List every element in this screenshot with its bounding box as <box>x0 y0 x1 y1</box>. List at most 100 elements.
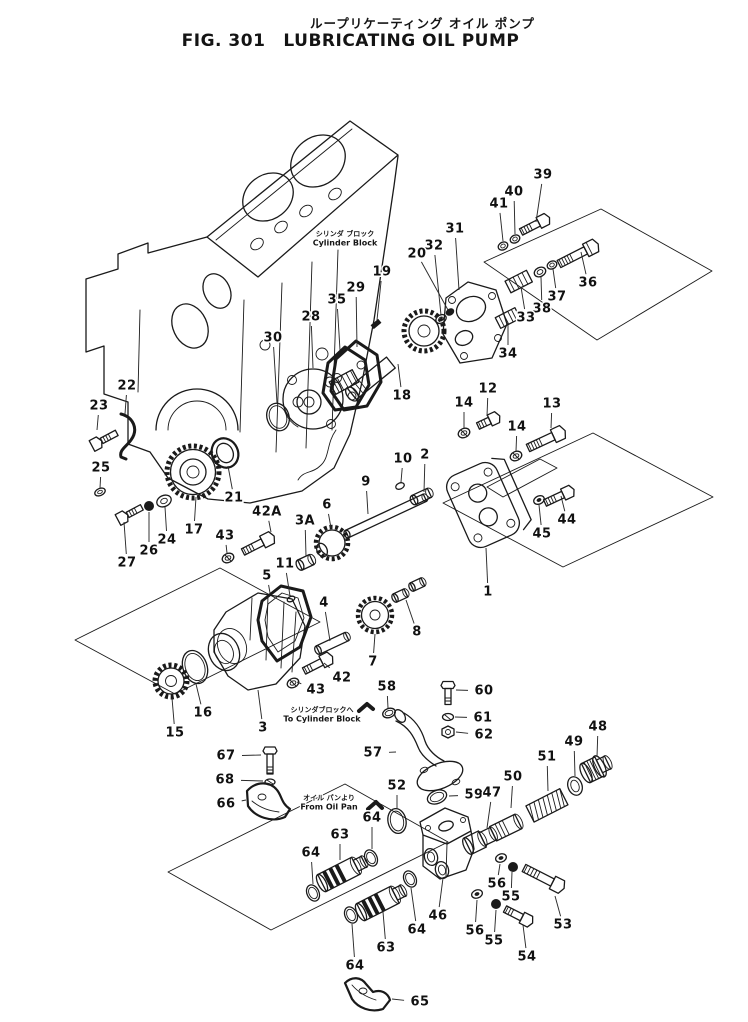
callout-15-48: 15 <box>165 726 184 741</box>
part-64-o-ring <box>305 884 321 902</box>
callout-5-40: 5 <box>262 569 272 584</box>
leader-11-41 <box>285 572 291 597</box>
hose-clip <box>357 702 375 713</box>
part-13-bolt <box>525 424 567 453</box>
part-46-valve-body <box>419 807 475 880</box>
part-63-coupling <box>315 855 369 893</box>
part-17-idler-gear <box>164 443 222 501</box>
leader-25-25 <box>99 476 102 489</box>
callout-62-52: 62 <box>474 728 493 743</box>
annotation-en-0: Cylinder Block <box>313 239 378 248</box>
callout-68-55: 68 <box>215 773 234 788</box>
leader-15-48 <box>171 697 175 725</box>
leader-24-28 <box>164 506 167 532</box>
part-21-collar-gear <box>210 437 240 469</box>
part-66-bracket <box>245 782 292 821</box>
leader-56-73 <box>475 899 478 923</box>
leader-38-15 <box>540 276 543 301</box>
annotation-jp-1: シリンダブロックへ <box>291 705 354 714</box>
callout-65-77: 65 <box>410 995 429 1010</box>
callout-64-67: 64 <box>407 923 426 938</box>
leader-37-14 <box>552 268 557 289</box>
leader-8-39 <box>405 599 415 624</box>
leader-2-24 <box>423 463 426 493</box>
leader-29-7 <box>355 296 358 348</box>
part-47-valve-seat <box>462 813 524 855</box>
leader-56-71 <box>497 863 501 876</box>
part-3a-bushing <box>295 553 317 571</box>
leader-58-49 <box>386 695 389 709</box>
callout-64-64: 64 <box>362 811 381 826</box>
callout-12-19: 12 <box>478 382 497 397</box>
callout-42-44: 42 <box>332 671 351 686</box>
leader-33-16 <box>520 286 526 310</box>
part-44-bolt <box>542 484 575 507</box>
callout-47-59: 47 <box>482 786 501 801</box>
part-52-o-ring <box>387 807 407 835</box>
page-title-jp: ループリケーティング オイル ポンプ <box>310 16 535 31</box>
part-1-pump-flange <box>445 457 532 549</box>
callout-9-35: 9 <box>361 475 371 490</box>
part-14-lock-washer <box>457 427 471 439</box>
leader-18-18 <box>397 363 402 388</box>
callout-28-9: 28 <box>301 310 320 325</box>
callout-44-36: 44 <box>557 513 576 528</box>
part-43-washer <box>221 552 235 564</box>
part-9-shaft <box>343 493 429 539</box>
callout-19-6: 19 <box>372 265 391 280</box>
part-28-pump-cover <box>282 368 344 430</box>
leader-16-47 <box>195 683 202 705</box>
callout-18-18: 18 <box>392 389 411 404</box>
leader-66-56 <box>241 799 247 802</box>
callout-43-31: 43 <box>215 529 234 544</box>
leader-48-63 <box>596 735 599 758</box>
part-56-washer <box>495 853 507 863</box>
leader-22-11 <box>124 394 127 415</box>
part-14-lock-washer <box>509 450 523 462</box>
leader-12-19 <box>486 397 489 417</box>
leader-43-45 <box>296 681 302 685</box>
callout-64-69: 64 <box>345 959 364 974</box>
callout-66-56: 66 <box>216 797 235 812</box>
part-24-washer <box>156 494 172 508</box>
leader-19-6 <box>376 280 382 321</box>
part-41-washer <box>497 241 509 251</box>
part-6-gear <box>313 524 351 562</box>
callout-46-70: 46 <box>428 909 447 924</box>
part-3-pump-body <box>207 592 306 691</box>
callout-42A-32: 42A <box>252 505 282 520</box>
leader-3A-33 <box>304 529 307 557</box>
leader-54-76 <box>522 924 527 949</box>
callout-8-39: 8 <box>412 625 422 640</box>
leader-53-75 <box>554 895 562 917</box>
part-22-bracket <box>119 412 137 461</box>
part-49-washer <box>567 776 583 796</box>
leader-62-52 <box>455 731 469 734</box>
callout-67-54: 67 <box>216 749 235 764</box>
callout-48-63: 48 <box>588 720 607 735</box>
callout-25-25: 25 <box>91 461 110 476</box>
part-48-plug <box>579 755 613 784</box>
leader-7-43 <box>373 633 376 654</box>
leader-63-68 <box>382 911 386 940</box>
part-15-gear <box>152 662 190 700</box>
part-16-o-ring <box>181 649 209 685</box>
part-25-washer <box>94 487 106 497</box>
callout-50-60: 50 <box>503 770 522 785</box>
part-56-washer <box>471 889 483 899</box>
callout-3-46: 3 <box>258 721 268 736</box>
annotation-jp-2: オイル パンより <box>303 793 355 802</box>
part-23-bolt <box>88 429 119 452</box>
leader-10-23 <box>400 467 403 483</box>
callout-27-30: 27 <box>117 556 136 571</box>
callout-60-50: 60 <box>474 684 493 699</box>
part-64-o-ring <box>343 906 359 924</box>
leader-23-12 <box>96 414 99 431</box>
callout-30-10: 30 <box>263 331 282 346</box>
leader-6-34 <box>328 513 332 529</box>
callout-6-34: 6 <box>322 498 332 513</box>
callout-40-1: 40 <box>504 185 523 200</box>
cylinder-block <box>85 120 399 504</box>
